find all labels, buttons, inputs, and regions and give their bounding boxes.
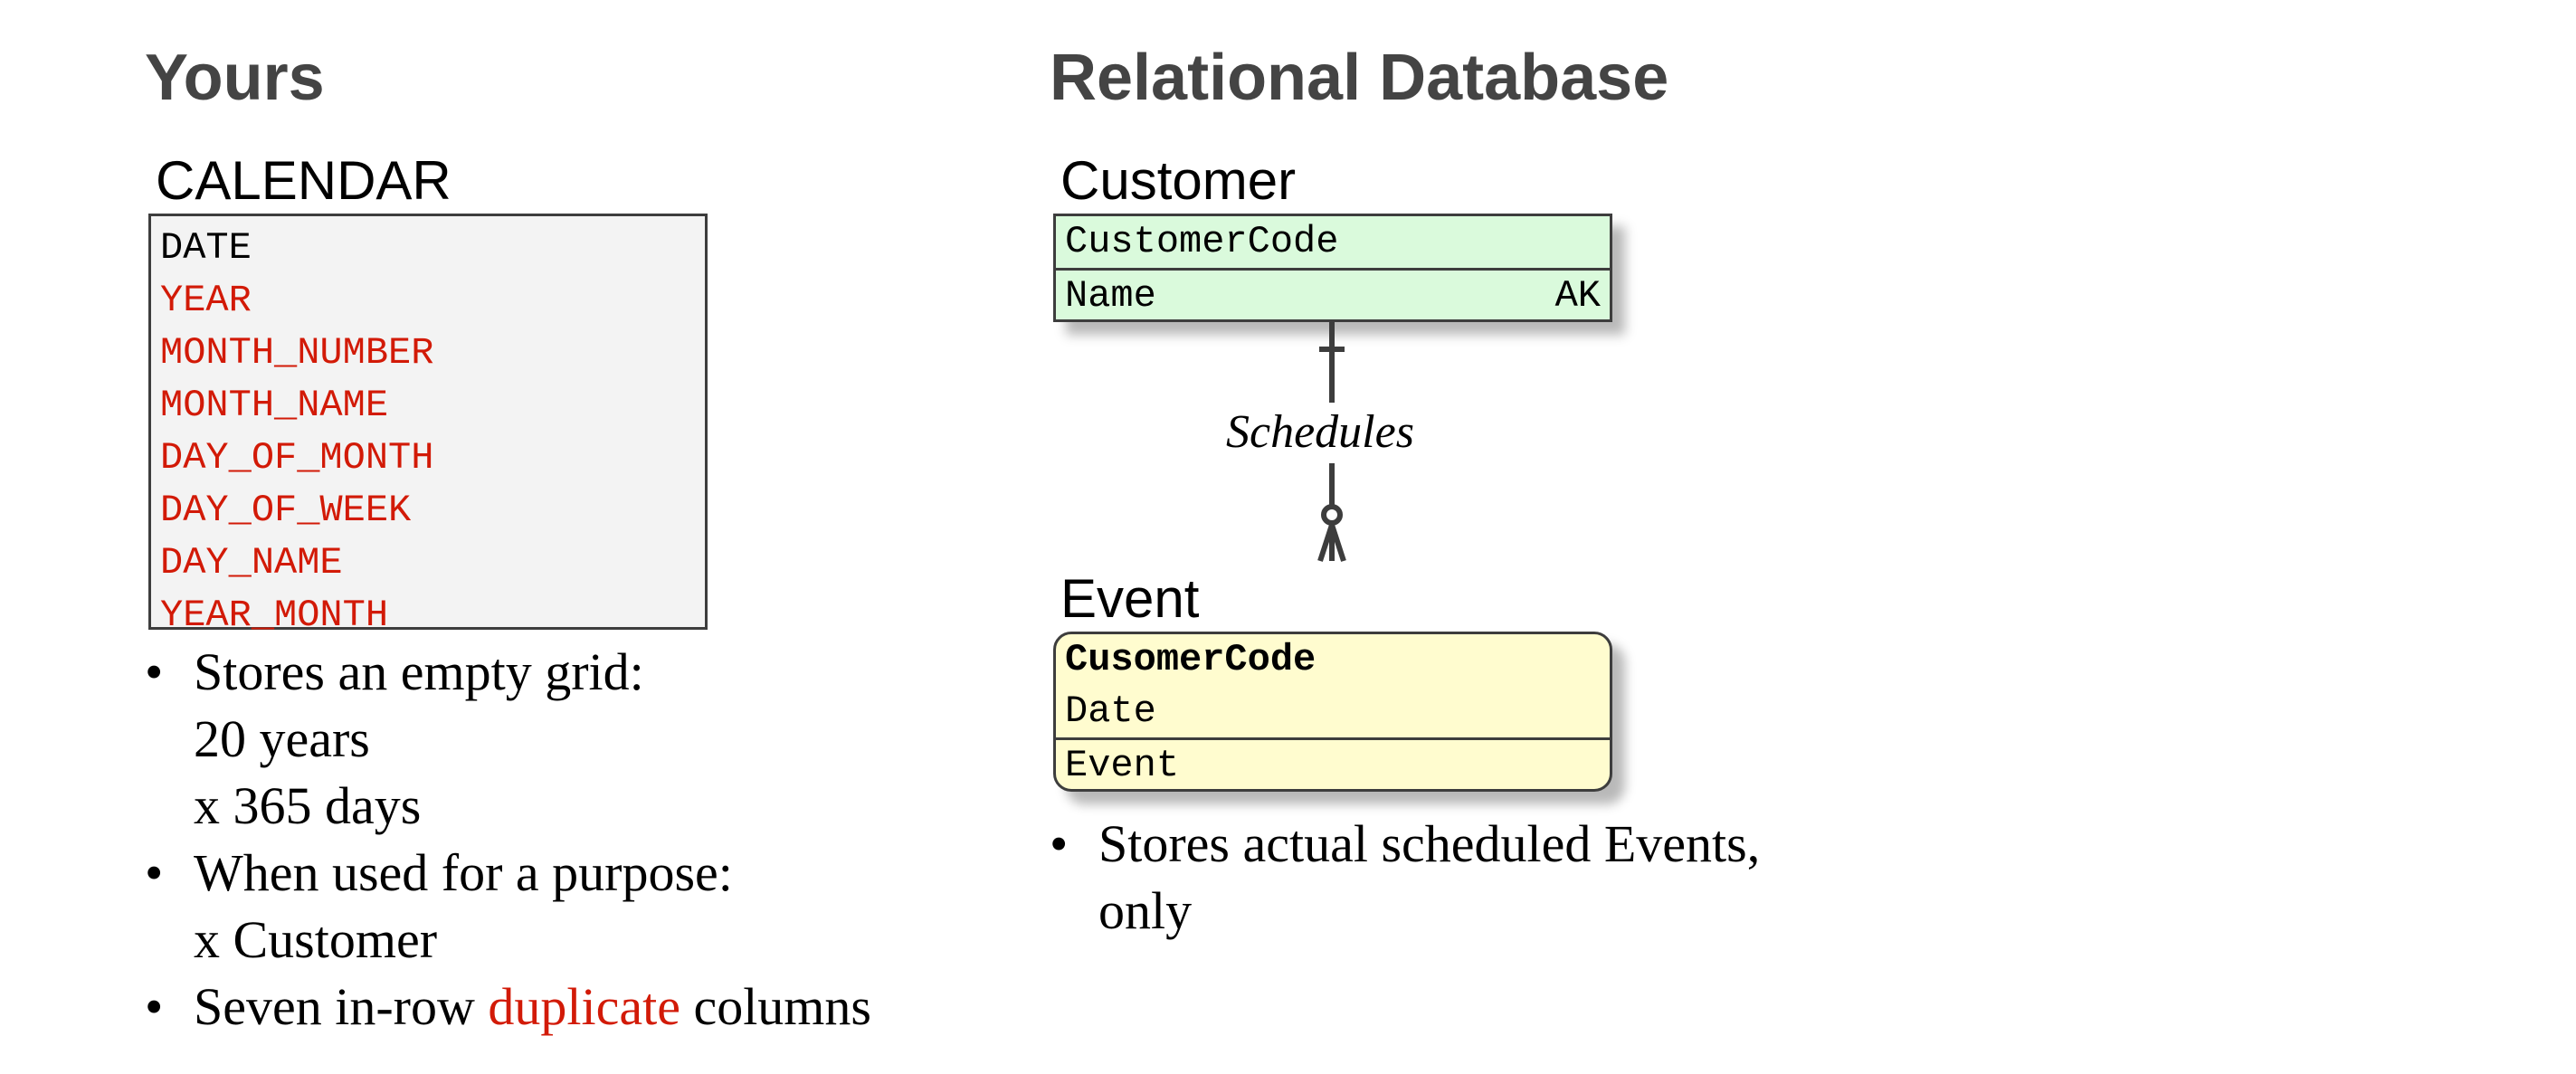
bullet-item: When used for a purpose: x Customer xyxy=(145,840,871,974)
customer-key: CustomerCode xyxy=(1065,220,1339,263)
duplicate-highlight: duplicate xyxy=(488,977,680,1036)
calendar-attribute-date: DATE xyxy=(160,226,252,270)
event-entity: CusomerCode Date Event xyxy=(1053,632,1612,792)
bullet-line: Stores actual scheduled Events, xyxy=(1098,814,1761,873)
calendar-attribute-month-name: MONTH_NAME xyxy=(160,384,389,427)
relationship-label: Schedules xyxy=(1226,406,1414,458)
bullet-line: Stores an empty grid: xyxy=(194,642,644,701)
event-key-date: Date xyxy=(1065,689,1156,733)
bullet-line: When used for a purpose: xyxy=(194,843,733,902)
alternate-key-tag: AK xyxy=(1554,274,1601,318)
event-attribute: Event xyxy=(1065,744,1180,787)
customer-attribute-row: Name AK xyxy=(1056,268,1610,319)
bullet-item: Stores an empty grid: 20 years x 365 day… xyxy=(145,639,871,840)
customer-entity: CustomerCode Name AK xyxy=(1053,214,1612,322)
customer-entity-name: Customer xyxy=(1060,150,1297,211)
left-bullet-list: Stores an empty grid: 20 years x 365 day… xyxy=(145,639,871,1041)
calendar-attribute-day-of-month: DAY_OF_MONTH xyxy=(160,436,434,480)
event-entity-name: Event xyxy=(1060,568,1200,629)
bullet-item: Stores actual scheduled Events, only xyxy=(1050,811,1760,945)
customer-attribute: Name xyxy=(1065,274,1156,318)
bullet-line: x Customer xyxy=(194,910,438,969)
calendar-attribute-year-month: YEAR_MONTH xyxy=(160,594,389,637)
event-attribute-row: Event xyxy=(1056,737,1610,789)
relational-database-heading: Relational Database xyxy=(1050,42,1669,114)
calendar-attribute-month-number: MONTH_NUMBER xyxy=(160,331,434,375)
zero-optional-mark xyxy=(1321,504,1343,526)
bullet-text: Seven in-row xyxy=(194,977,489,1036)
crow-foot-right xyxy=(1329,524,1346,562)
bullet-text: columns xyxy=(680,977,871,1036)
yours-heading: Yours xyxy=(145,42,325,114)
event-key-customer-code: CusomerCode xyxy=(1065,638,1317,681)
calendar-attribute-day-name: DAY_NAME xyxy=(160,541,343,585)
bullet-line: x 365 days xyxy=(194,776,422,835)
calendar-attribute-day-of-week: DAY_OF_WEEK xyxy=(160,489,412,532)
bullet-item: Seven in-row duplicate columns xyxy=(145,974,871,1041)
right-bullet-list: Stores actual scheduled Events, only xyxy=(1050,811,1760,945)
customer-key-row: CustomerCode xyxy=(1056,216,1610,268)
calendar-entity-name: CALENDAR xyxy=(156,150,452,211)
calendar-attribute-year: YEAR xyxy=(160,279,252,322)
bullet-line: 20 years xyxy=(194,709,370,768)
calendar-entity: DATE YEAR MONTH_NUMBER MONTH_NAME DAY_OF… xyxy=(148,214,708,637)
bullet-line: only xyxy=(1098,881,1193,940)
